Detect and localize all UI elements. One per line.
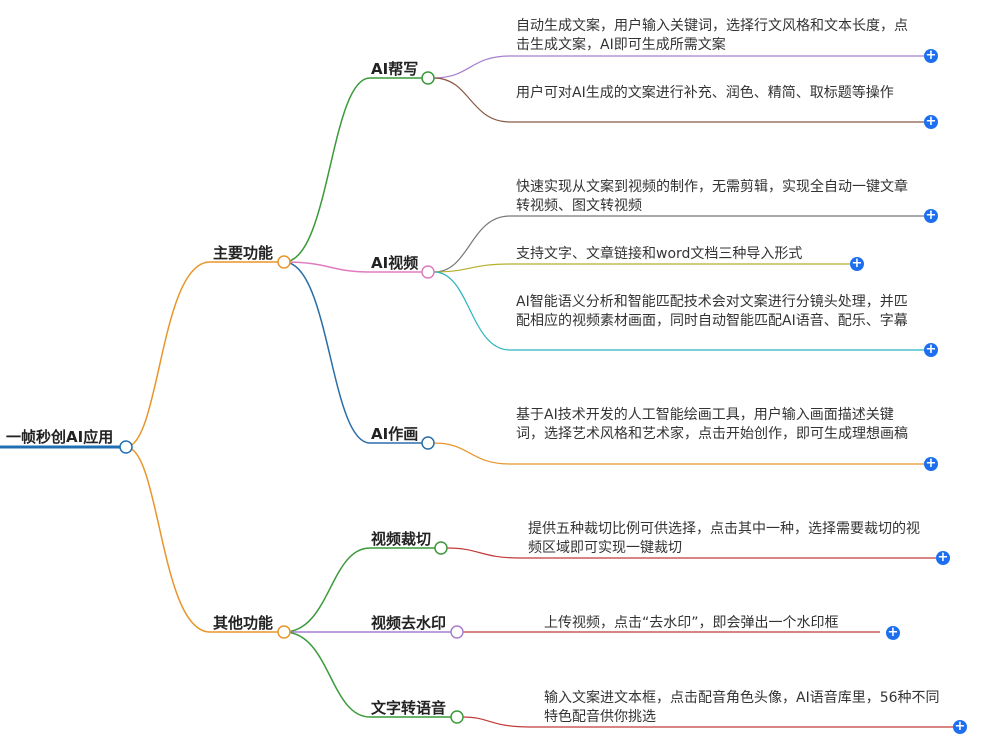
watermark-collapse-toggle[interactable] — [450, 625, 464, 639]
expand-plus-icon[interactable]: + — [953, 719, 967, 734]
node-ai-draw[interactable]: AI作画 — [371, 425, 419, 443]
link-other-tts — [283, 631, 452, 718]
link-root-main — [125, 261, 278, 448]
video-collapse-toggle[interactable] — [421, 265, 435, 279]
node-ai-video[interactable]: AI视频 — [371, 254, 419, 272]
node-text-to-speech[interactable]: 文字转语音 — [371, 699, 447, 717]
leaf-video-2[interactable]: 支持文字、文章链接和word文档三种导入形式 — [516, 246, 803, 262]
link-root-other — [125, 446, 278, 633]
leaf-tts-1[interactable]: 输入文案进文本框，点击配音角色头像，AI语音库里，56种不同特色配音供你挑选 — [544, 690, 940, 725]
node-video-watermark[interactable]: 视频去水印 — [371, 614, 447, 632]
node-video-crop[interactable]: 视频裁切 — [371, 530, 432, 548]
other-collapse-toggle[interactable] — [277, 625, 291, 639]
link-other-crop — [283, 547, 436, 633]
link-draw-leaf1 — [433, 442, 926, 465]
expand-plus-icon[interactable]: + — [924, 456, 938, 471]
link-helpwrite-leaf1 — [433, 55, 926, 79]
link-main-draw — [283, 261, 423, 444]
branch-main-features[interactable]: 主要功能 — [213, 244, 274, 262]
leaf-video-3[interactable]: AI智能语义分析和智能匹配技术会对文案进行分镜头处理，并匹配相应的视频素材画面，… — [516, 294, 908, 329]
leaf-helpwrite-2[interactable]: 用户可对AI生成的文案进行补充、润色、精简、取标题等操作 — [516, 85, 894, 101]
root-node[interactable]: 一帧秒创AI应用 — [6, 428, 114, 446]
draw-collapse-toggle[interactable] — [421, 436, 435, 450]
leaf-crop-1[interactable]: 提供五种裁切比例可供选择，点击其中一种，选择需要裁切的视频区域即可实现一键裁切 — [528, 521, 920, 556]
expand-plus-icon[interactable]: + — [924, 114, 938, 129]
expand-plus-icon[interactable]: + — [924, 208, 938, 223]
link-video-leaf2 — [433, 263, 850, 273]
link-video-leaf3 — [433, 271, 926, 351]
leaf-helpwrite-1[interactable]: 自动生成文案，用户输入关键词，选择行文风格和文本长度，点击生成文案，AI即可生成… — [516, 18, 908, 53]
expand-plus-icon[interactable]: + — [850, 256, 864, 271]
root-collapse-toggle[interactable] — [119, 440, 133, 454]
expand-plus-icon[interactable]: + — [924, 48, 938, 63]
helpwrite-collapse-toggle[interactable] — [421, 71, 435, 85]
link-main-video — [283, 261, 423, 273]
main-collapse-toggle[interactable] — [277, 255, 291, 269]
leaf-watermark-1[interactable]: 上传视频，点击“去水印”，即会弹出一个水印框 — [544, 615, 839, 631]
link-helpwrite-leaf2 — [433, 77, 926, 123]
leaf-video-1[interactable]: 快速实现从文案到视频的制作，无需剪辑，实现全自动一键文章转视频、图文转视频 — [516, 179, 908, 214]
link-crop-leaf1 — [446, 547, 938, 559]
crop-collapse-toggle[interactable] — [434, 541, 448, 555]
expand-plus-icon[interactable]: + — [936, 550, 950, 565]
link-tts-leaf1 — [462, 716, 954, 728]
branch-other-features[interactable]: 其他功能 — [213, 614, 274, 632]
link-video-leaf1 — [433, 215, 926, 273]
expand-plus-icon[interactable]: + — [886, 625, 900, 640]
tts-collapse-toggle[interactable] — [450, 710, 464, 724]
node-ai-helpwrite[interactable]: AI帮写 — [371, 60, 419, 78]
link-main-helpwrite — [283, 77, 423, 263]
leaf-draw-1[interactable]: 基于AI技术开发的人工智能绘画工具，用户输入画面描述关键词，选择艺术风格和艺术家… — [516, 407, 908, 442]
expand-plus-icon[interactable]: + — [924, 342, 938, 357]
